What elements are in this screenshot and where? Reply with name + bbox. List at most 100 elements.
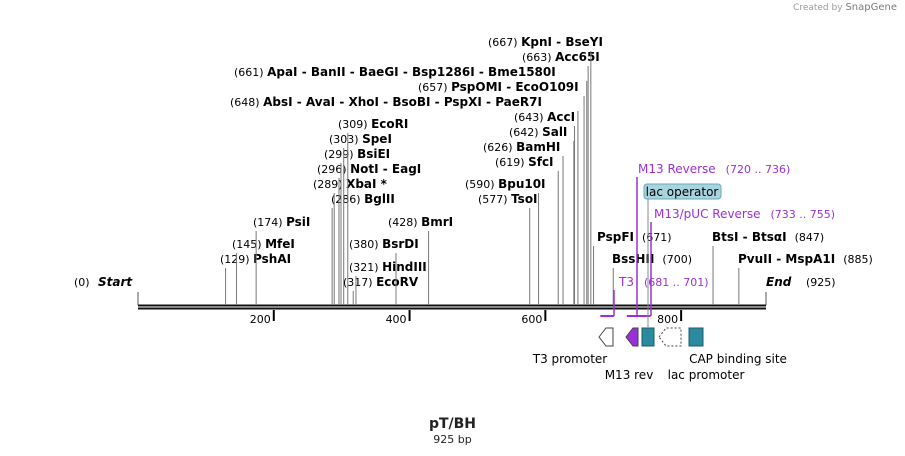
restriction-site: (661) ApaI - BanII - BaeGI - Bsp1286I - … <box>234 65 588 305</box>
restriction-site: (309) EcoRI <box>338 117 408 305</box>
scale-tick-label: 600 <box>521 313 542 326</box>
site-number: (626) <box>483 141 516 154</box>
site-number: (590) <box>465 178 498 191</box>
primer-range: (733 .. 755) <box>771 208 836 221</box>
site-name: AbsI <box>263 95 292 109</box>
site-label: (667) KpnI - BseYI <box>488 35 603 49</box>
feature: lac operator <box>641 183 722 347</box>
feature: T3 promoter <box>532 327 614 366</box>
site-name: EcoRV <box>376 275 419 289</box>
site-label: (577) TsoI <box>478 192 538 206</box>
site-name: Bpu10I <box>498 177 545 191</box>
site-number: (648) <box>230 96 263 109</box>
site-name: PshAI <box>253 252 291 266</box>
feature: lac promoter <box>658 327 745 382</box>
feature-label-badge <box>643 183 722 200</box>
site-name: - BtsαI <box>739 230 787 244</box>
site-label: (174) PsiI <box>253 215 310 229</box>
site-number: (643) <box>514 111 547 124</box>
site-label: (303) SpeI <box>329 132 392 146</box>
site-name: - Bme1580I <box>475 65 556 79</box>
scale-tick-label: 400 <box>386 313 407 326</box>
site-name: PsiI <box>286 215 310 229</box>
site-label: BssHII (700) <box>612 252 692 266</box>
site-label: (321) HindIII <box>349 260 427 274</box>
site-label: (663) Acc65I <box>522 50 600 64</box>
site-name: - EagI <box>379 162 422 176</box>
site-number: (661) <box>234 66 267 79</box>
feature-label: T3 promoter <box>532 352 608 366</box>
primer-label: M13 Reverse(720 .. 736) <box>638 162 790 176</box>
site-name: SalI <box>542 125 567 139</box>
site-number: (321) <box>349 261 382 274</box>
site-label: PvuII - MspA1I(885) <box>738 252 873 266</box>
feature-box <box>641 327 655 347</box>
site-label: (661) ApaI - BanII - BaeGI - Bsp1286I - … <box>234 65 556 79</box>
site-name: AccI <box>547 110 575 124</box>
scale-tick-label: 200 <box>250 313 271 326</box>
site-name: EcoRI <box>371 117 408 131</box>
credit-prefix: Created by <box>793 3 843 13</box>
site-name: - BaeGI <box>346 65 399 79</box>
end-number: (925) <box>806 276 836 289</box>
restriction-site: (289) XbaI * <box>313 177 388 305</box>
map-title: pT/BH <box>428 416 477 432</box>
feature: CAP binding site <box>688 327 787 366</box>
site-name: TsoI <box>511 192 537 206</box>
site-label: (428) BmrI <box>388 215 453 229</box>
primer-range: (720 .. 736) <box>726 163 791 176</box>
site-label: (380) BsrDI <box>349 237 419 251</box>
site-name: PvuII <box>738 252 772 266</box>
feature-arrow <box>658 327 682 347</box>
site-label: (642) SalI <box>509 125 567 139</box>
site-label: (145) MfeI <box>232 237 295 251</box>
primer-name: T3 <box>618 275 634 289</box>
site-label: (309) EcoRI <box>338 117 408 131</box>
site-name: BssHII <box>612 252 654 266</box>
site-number: (667) <box>488 36 521 49</box>
site-number: (317) <box>343 276 376 289</box>
site-label: BtsI - BtsαI(847) <box>712 230 824 244</box>
site-label: (648) AbsI - AvaI - XhoI - BsoBI - PspXI… <box>230 95 542 109</box>
restriction-site: (174) PsiI <box>253 215 310 305</box>
site-number: (299) <box>324 148 357 161</box>
feature-label: lac promoter <box>668 368 745 382</box>
site-number: (428) <box>388 216 421 229</box>
site-number: (700) <box>662 253 692 266</box>
restriction-site: (299) BsiEI <box>324 147 390 305</box>
site-name: HindIII <box>382 260 427 274</box>
primer: M13/pUC Reverse(733 .. 755) <box>635 207 836 317</box>
feature-arrow <box>625 327 639 347</box>
site-name: - BanII <box>298 65 346 79</box>
site-name: ApaI <box>267 65 297 79</box>
site-number: (296) <box>317 163 350 176</box>
site-name: BsiEI <box>357 147 390 161</box>
site-name: MfeI <box>265 237 295 251</box>
site-name: KpnI <box>521 35 552 49</box>
restriction-site: (303) SpeI <box>329 132 392 305</box>
site-number: (289) <box>313 178 346 191</box>
site-name: - Bsp1286I <box>399 65 475 79</box>
site-name: - BsoBI <box>379 95 430 109</box>
site-name: - PspXI <box>430 95 481 109</box>
restriction-site: (663) Acc65I <box>522 50 600 305</box>
credit-brand: SnapGene <box>845 2 897 13</box>
feature: M13 rev <box>605 327 653 382</box>
site-label: (296) NotI - EagI <box>317 162 421 176</box>
site-label: (299) BsiEI <box>324 147 390 161</box>
site-number: (303) <box>329 133 362 146</box>
site-number: (642) <box>509 126 542 139</box>
feature-box <box>688 327 704 347</box>
site-number: (619) <box>495 156 528 169</box>
site-number: (577) <box>478 193 511 206</box>
site-label: (619) SfcI <box>495 155 554 169</box>
primer-range: (681 .. 701) <box>644 276 709 289</box>
site-name: BtsI <box>712 230 739 244</box>
site-name: BmrI <box>421 215 453 229</box>
site-name: BsrDI <box>382 237 419 251</box>
restriction-site: BtsI - BtsαI(847) <box>712 230 824 305</box>
restriction-site: (296) NotI - EagI <box>317 162 421 305</box>
restriction-site: (317) EcoRV <box>343 275 419 305</box>
restriction-site: (657) PspOMI - EcoO109I <box>418 80 585 305</box>
site-number: (657) <box>418 81 451 94</box>
